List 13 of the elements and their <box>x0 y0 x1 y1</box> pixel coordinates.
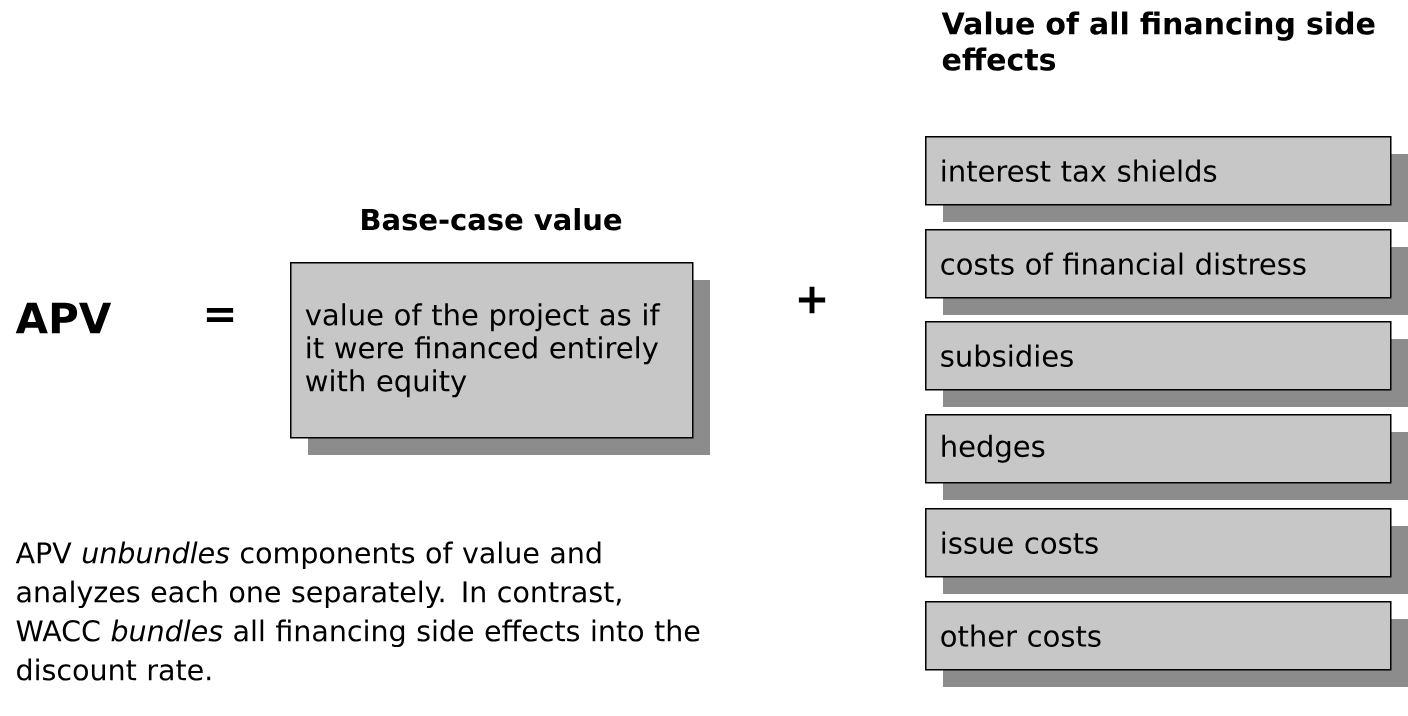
shadow-box: hedges <box>925 414 1408 500</box>
shadow-box: subsidies <box>925 321 1408 407</box>
formula-term: APV <box>15 302 112 334</box>
shadow-box: costs of financial distress <box>925 229 1408 315</box>
heading: Base-case value <box>362 208 622 231</box>
equals-sign: = <box>206 307 234 323</box>
plus-sign: + <box>798 286 826 314</box>
shadow-box: other costs <box>925 601 1408 687</box>
note-text: APV unbundles components of value and analyzes each one separately. In contrast, WACC bundles all financing side effects into the discount rate. <box>15 541 700 681</box>
shadow-box: interest tax shields <box>925 136 1408 222</box>
shadow-box: value of the project as if it were financed entirely with equity <box>290 262 710 455</box>
shadow-box: issue costs <box>925 508 1408 594</box>
heading: Value of all financing side effects <box>941 11 1375 71</box>
